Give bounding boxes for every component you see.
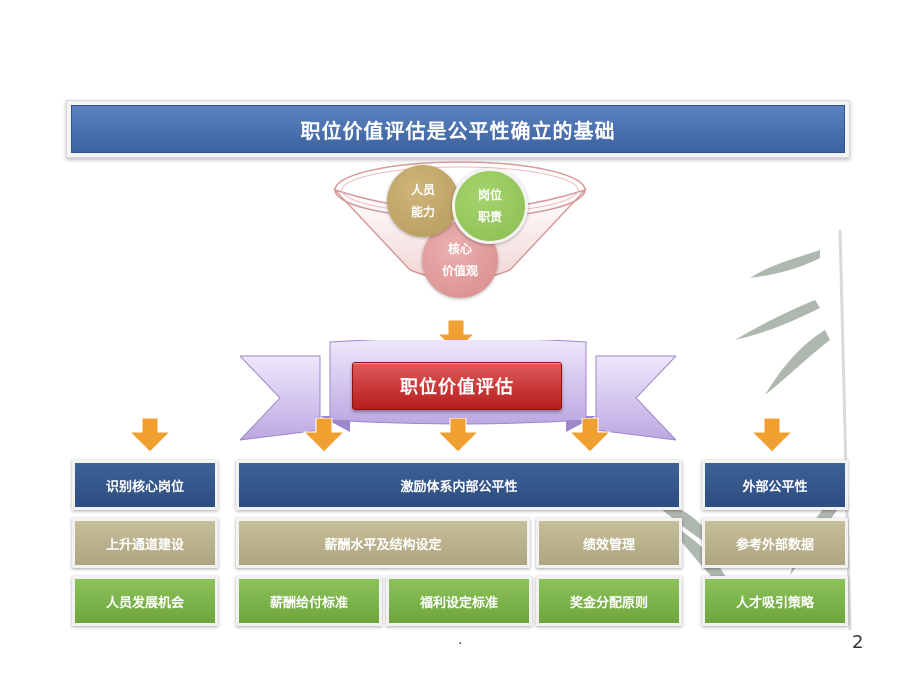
arrow-down-icon (128, 418, 172, 452)
box-bonus-principle: 奖金分配原则 (536, 576, 682, 626)
arrow-down-icon (750, 418, 794, 452)
page-title: 职位价值评估是公平性确立的基础 (71, 105, 845, 153)
page-number: 2 (852, 632, 864, 653)
circle-core-values-label: 核心 价值观 (441, 242, 478, 278)
arrow-down-icon (436, 418, 480, 452)
circle-post-duty-label: 岗位 职责 (477, 188, 502, 224)
box-talent-strategy: 人才吸引策略 (702, 576, 848, 626)
box-identify-core-posts: 识别核心岗位 (72, 460, 218, 510)
circle-post-duty: 岗位 职责 (452, 168, 528, 244)
box-promotion-channel: 上升通道建设 (72, 518, 218, 568)
box-salary-structure: 薪酬水平及结构设定 (236, 518, 530, 568)
title-frame: 职位价值评估是公平性确立的基础 (66, 100, 850, 158)
box-benefit-standard: 福利设定标准 (386, 576, 532, 626)
box-external-data: 参考外部数据 (702, 518, 848, 568)
box-development-opportunity: 人员发展机会 (72, 576, 218, 626)
box-external-fairness: 外部公平性 (702, 460, 848, 510)
box-internal-fairness: 激励体系内部公平性 (236, 460, 682, 510)
circle-staff-ability: 人员 能力 (387, 165, 459, 237)
footer-dot: . (458, 632, 463, 648)
job-evaluation-box: 职位价值评估 (352, 362, 562, 410)
circle-staff-ability-label: 人员 能力 (410, 183, 435, 219)
arrow-down-icon (302, 418, 346, 452)
box-performance-management: 绩效管理 (536, 518, 682, 568)
arrow-down-icon (568, 418, 612, 452)
box-pay-standard: 薪酬给付标准 (236, 576, 382, 626)
